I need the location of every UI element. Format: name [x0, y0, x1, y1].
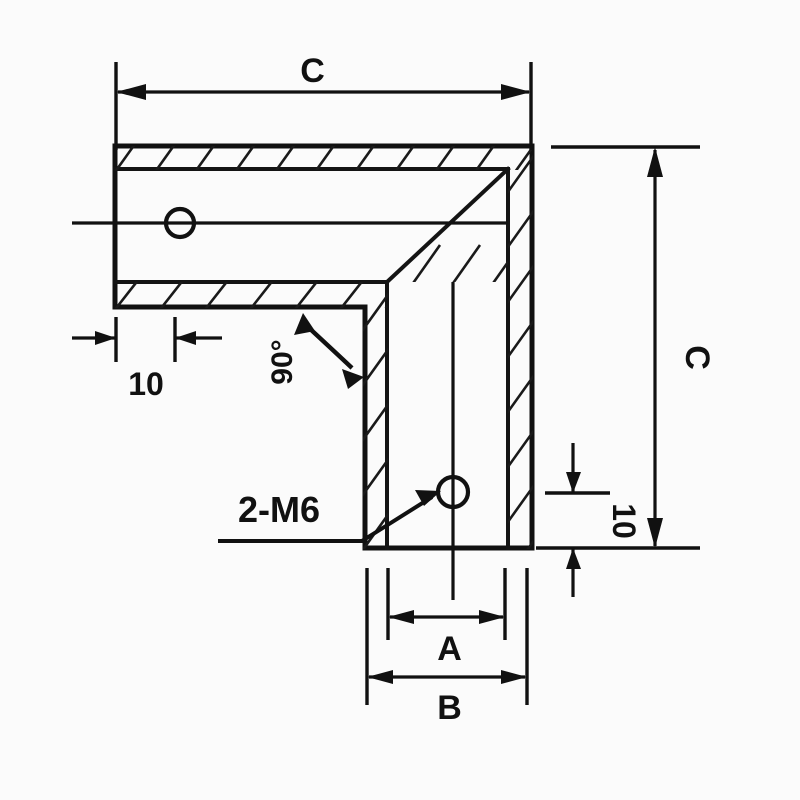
- dim-label-left-10: 10: [128, 366, 164, 402]
- arrow-b-left: [367, 670, 393, 684]
- thread-leader-arrow: [415, 490, 441, 506]
- dimension-left-10: 10: [72, 317, 222, 402]
- part-geometry: [112, 143, 535, 551]
- arrow-left-top: [116, 84, 146, 100]
- arrow-top-right-c: [647, 147, 663, 177]
- hatch-leg-left: [363, 292, 388, 549]
- hatch-arm-top: [115, 146, 532, 170]
- hatch-arm-bottom: [115, 282, 387, 308]
- dim-label-a: A: [437, 630, 463, 668]
- dimension-right-c: C: [536, 145, 716, 550]
- center-lines: [72, 221, 508, 600]
- dim-label-right-c: C: [678, 345, 716, 371]
- arrow-angle-start: [294, 313, 315, 335]
- arrow-10-left: [95, 331, 116, 345]
- angle-label: 90°: [266, 339, 299, 384]
- dimension-top-c: C: [114, 52, 533, 150]
- annotation-thread-callout: 2-M6: [218, 489, 441, 543]
- upper-hole-icon: [163, 206, 197, 240]
- thread-leader-line: [218, 495, 434, 543]
- arrow-10r-bottom: [566, 548, 581, 569]
- arrow-angle-end: [342, 369, 364, 389]
- arrow-10r-top: [566, 472, 581, 493]
- dim-label-top-c: C: [300, 52, 326, 90]
- dimension-bottom-a: A: [386, 568, 507, 668]
- hatch-leg-right: [508, 154, 533, 549]
- arrow-a-right: [479, 610, 505, 624]
- dimension-bottom-b: B: [365, 568, 529, 727]
- dim-label-b: B: [437, 689, 463, 727]
- dimension-right-10: 10: [545, 443, 642, 597]
- arrow-10-right: [175, 331, 196, 345]
- arrow-a-left: [388, 610, 414, 624]
- miter-diagonal: [384, 166, 511, 285]
- thread-callout-label: 2-M6: [238, 489, 320, 530]
- arrow-bottom-right-c: [647, 518, 663, 548]
- dim-label-right-10: 10: [606, 503, 642, 539]
- arrow-b-right: [501, 670, 527, 684]
- holes: [163, 206, 471, 510]
- angle-arc: [306, 325, 354, 370]
- arrow-right-top: [501, 84, 531, 100]
- hatch-miter-corner: [387, 244, 508, 282]
- annotation-angle-90: 90°: [266, 313, 364, 389]
